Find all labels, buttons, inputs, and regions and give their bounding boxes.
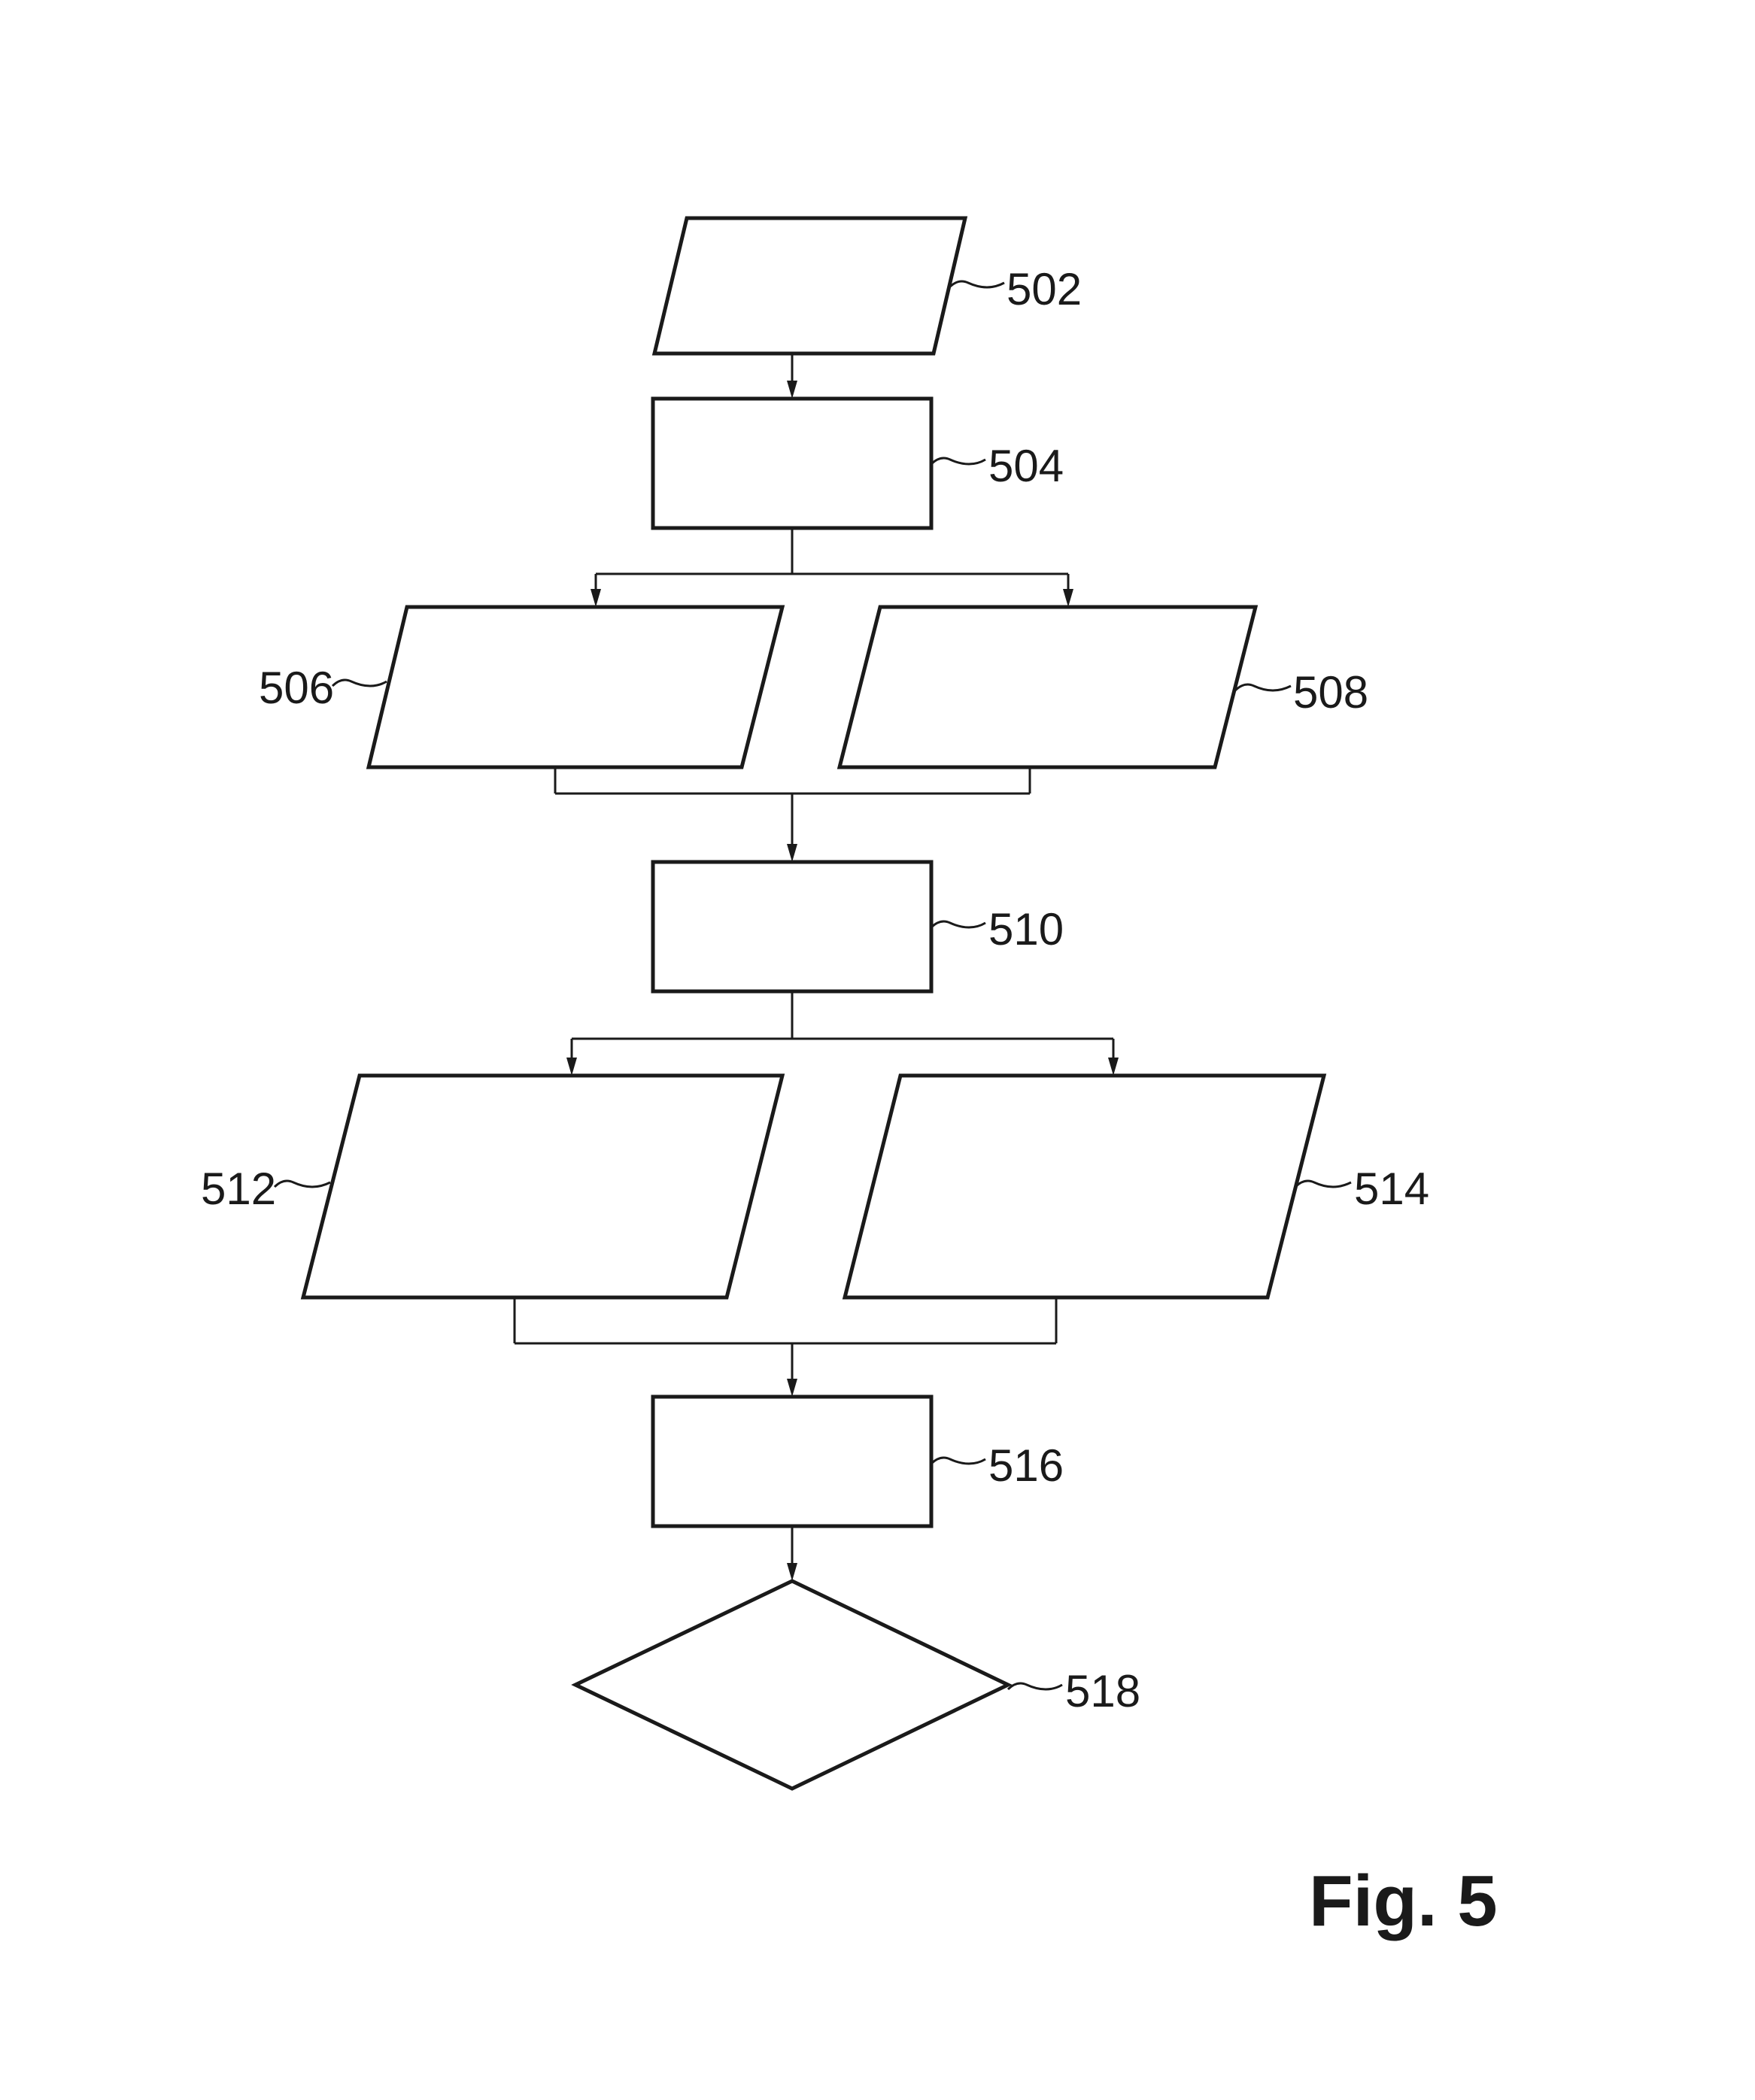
lead-line-504 — [930, 457, 986, 466]
node-518-diamond — [571, 1579, 1013, 1791]
lead-line-510 — [930, 920, 986, 929]
node-502-parallelogram — [651, 216, 968, 356]
arrowhead-512 — [566, 1058, 577, 1076]
node-512-parallelogram — [300, 1073, 785, 1300]
node-506-parallelogram — [366, 605, 785, 769]
lead-line-506 — [331, 678, 387, 687]
ref-label-504: 504 — [988, 441, 1064, 491]
arrowhead-506 — [591, 589, 601, 607]
arrowhead-518 — [787, 1563, 797, 1581]
ref-label-514: 514 — [1354, 1164, 1429, 1214]
lead-line-502 — [948, 280, 1005, 289]
ref-label-502: 502 — [1007, 264, 1082, 314]
arrowhead-516 — [787, 1379, 797, 1397]
node-514-parallelogram — [842, 1073, 1327, 1300]
arrowhead-514 — [1108, 1058, 1119, 1076]
lead-line-514 — [1294, 1179, 1352, 1188]
figure-caption: Fig. 5 — [1309, 1861, 1498, 1941]
lead-line-518 — [1007, 1682, 1063, 1691]
lead-line-508 — [1234, 683, 1292, 692]
node-504-rectangle — [651, 396, 934, 530]
ref-label-508: 508 — [1293, 667, 1368, 718]
node-508-parallelogram — [837, 605, 1259, 769]
node-510-rectangle — [651, 860, 934, 994]
lead-line-512 — [273, 1179, 331, 1188]
arrowhead-508 — [1063, 589, 1073, 607]
ref-label-512: 512 — [201, 1164, 276, 1214]
ref-label-516: 516 — [988, 1440, 1064, 1491]
arrowhead-504 — [787, 381, 797, 399]
lead-line-516 — [930, 1456, 986, 1465]
ref-label-510: 510 — [988, 904, 1064, 954]
arrowhead-510 — [787, 844, 797, 862]
ref-label-518: 518 — [1065, 1666, 1140, 1716]
ref-label-506: 506 — [259, 663, 334, 713]
node-516-rectangle — [651, 1394, 934, 1528]
